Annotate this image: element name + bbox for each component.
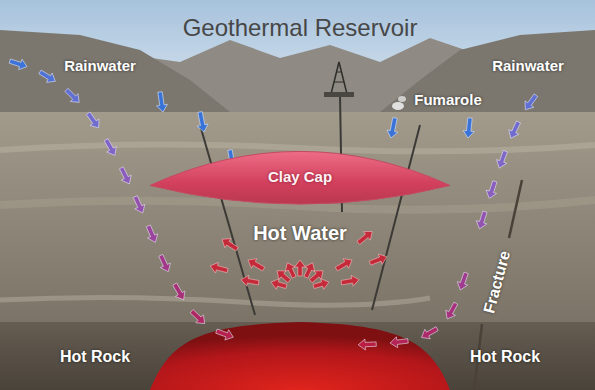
fumarole-label: Fumarole [414,92,482,109]
rainwater-flow-arrow [159,254,171,271]
rainwater-flow-arrow [146,225,157,242]
rainwater-flow-arrow [422,327,439,339]
well-bore [200,125,255,315]
rainwater-flow-arrow [446,302,458,319]
hot-rock-label: Hot Rock [60,348,130,366]
rock-stratum [0,144,595,151]
rainwater-flow-arrow [86,112,99,128]
rainwater-flow-arrow [497,150,508,168]
hot-water-arrow [313,279,329,290]
rainwater-flow-arrow [133,196,145,213]
rainwater-flow-arrow [197,112,208,132]
rainwater-flow-arrow [390,337,408,348]
fracture-label: Fracture [480,249,514,315]
hot-water-label: Hot Water [253,222,347,244]
hot-water-arrow [357,232,372,245]
hot-water-arrow [241,275,259,286]
flow-guide [350,58,592,345]
rainwater-flow-arrow [119,167,131,184]
rainwater-flow-arrow [387,118,398,138]
hot-rock-layer [0,322,595,390]
rainwater-flow-arrow [190,310,205,324]
rainwater-flow-arrow [39,70,56,82]
hot-water-arrow [222,239,238,252]
rainwater-flow-arrow [486,181,497,199]
well-bore [372,125,420,310]
rainwater-flow-arrow [173,283,185,300]
rig-brace [336,72,342,73]
hot-water-arrow [210,262,228,273]
rainwater-label: Rainwater [64,58,136,75]
rainwater-flow-arrow [9,59,27,70]
flow-guide [6,60,258,340]
clay-cap: Clay Cap [150,148,450,216]
rainwater-flow-arrow [525,94,538,110]
rainwater-flow-arrow [457,272,468,290]
rig-platform [324,92,354,97]
rainwater-flow-arrow [104,139,116,156]
hot-rock-label: Hot Rock [470,348,540,366]
rainwater-label: Rainwater [492,58,564,75]
steam-puff [392,102,404,110]
rock-stratum [0,297,430,305]
hot-water-arrow [341,275,359,286]
fracture-line [509,180,522,238]
hot-water-arrow [285,263,296,278]
hot-water-arrow [295,260,306,276]
diagram-title: Geothermal Reservoir [183,15,418,41]
rig-brace [334,82,344,83]
magma-heat-glow [150,322,450,390]
drilling-rig [324,62,354,97]
flow-arrows [9,59,538,350]
rainwater-flow-arrow [476,211,487,229]
hot-water-arrow [369,254,387,265]
steam-puff [398,96,406,102]
rainwater-flow-arrow [509,121,521,138]
ground [0,112,595,390]
rainwater-flow-arrow [216,329,234,340]
clay-cap-lens [150,151,450,204]
clay-cap-label: Clay Cap [268,169,332,196]
sky [0,0,595,130]
rainwater-flow-arrow [463,118,474,138]
rainwater-flow-arrow [157,92,168,112]
hot-water-arrow [335,259,352,271]
hot-water-arrow [277,271,291,283]
hot-water-arrow [309,271,323,283]
rainwater-flow-arrow [358,339,376,350]
rig-derrick [331,62,347,94]
hot-water-arrow [248,259,265,271]
rainwater-flow-arrow [65,88,79,102]
